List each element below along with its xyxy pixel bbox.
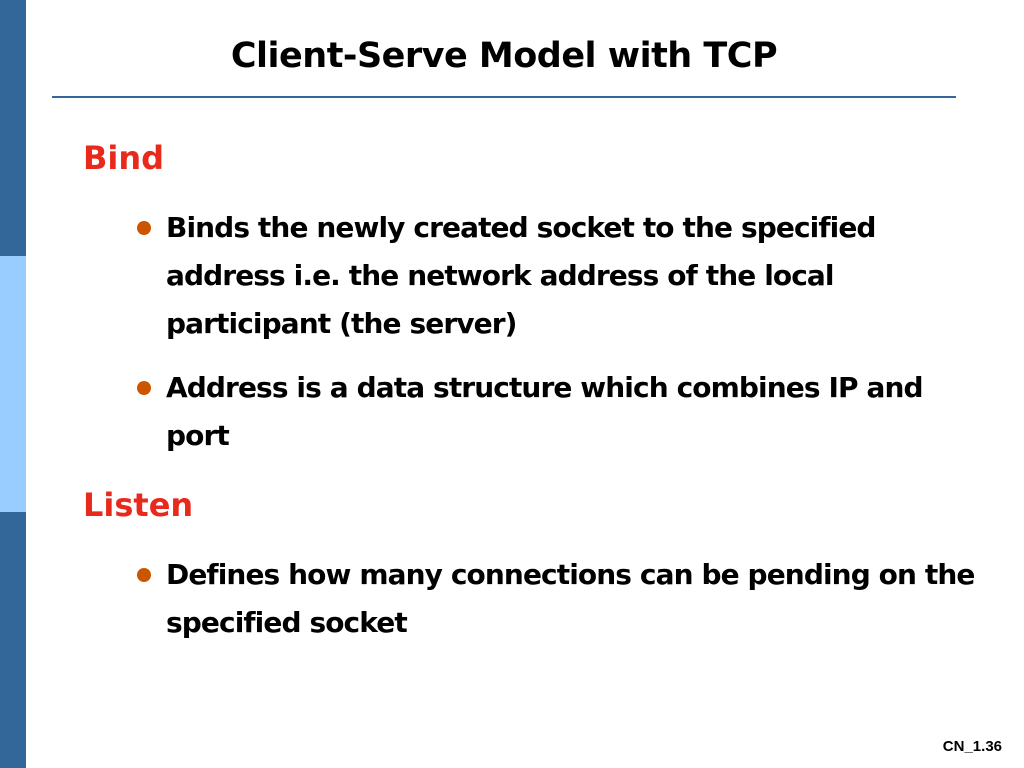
bullet-item: Defines how many connections can be pend… [137,551,982,647]
bullet-text: Binds the newly created socket to the sp… [166,211,876,340]
bullet-dot-icon [137,568,151,582]
bullet-item: Binds the newly created socket to the sp… [137,204,982,348]
bullet-dot-icon [137,221,151,235]
sidebar-segment-bottom [0,512,26,768]
sidebar-segment-top [0,0,26,256]
slide-title: Client-Serve Model with TCP [230,36,778,76]
section-heading-bind: Bind [83,139,165,177]
title-divider [52,96,956,98]
bullet-text: Defines how many connections can be pend… [166,558,975,639]
section-heading-listen: Listen [83,486,194,524]
slide-number: CN_1.36 [942,738,1002,755]
sidebar-segment-middle [0,256,26,512]
bullet-text: Address is a data structure which combin… [166,371,924,452]
bullet-item: Address is a data structure which combin… [137,364,982,460]
bullet-dot-icon [137,381,151,395]
